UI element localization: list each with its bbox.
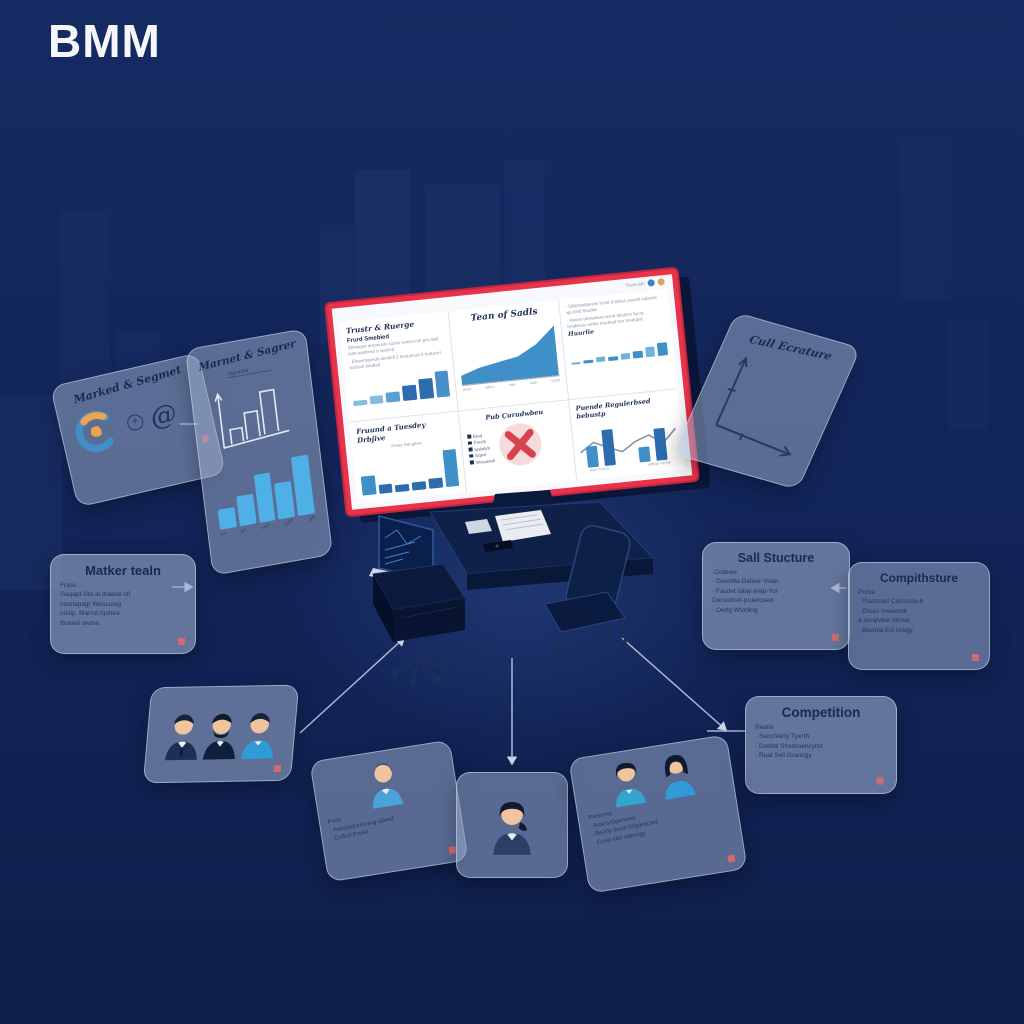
tick-label: trev [261, 522, 271, 531]
man-suit-avatar [164, 714, 197, 761]
dashboard-grid: Trustr & Ruerge Frurd Smebied Sthrwqeir … [339, 288, 686, 504]
user-label: Trwsrvsth [625, 281, 645, 288]
tick-label: wvsr [462, 386, 472, 392]
tick-label: bub [530, 379, 538, 386]
card-title: Compithsture [880, 571, 958, 585]
body-line: · Favdet talay erep-Yor [712, 587, 778, 595]
competition-card: Competition Reatie · Secchierty Tyerth ·… [745, 696, 897, 794]
market-segment-chart-card: Marnet & Sagrer sdgrwdvtl fro brv trev s… [184, 328, 334, 576]
tick-label: crqv [508, 381, 517, 388]
tick-label: fro [219, 530, 227, 538]
person-blue-avatar [373, 763, 404, 809]
card-body: Frass Gaqapt-Sta al draese cfl nasrlapag… [60, 581, 186, 628]
body-line: ·Ordewe [712, 569, 737, 576]
card-body: Reatie · Secchierty Tyerth · Datitisl Sh… [755, 723, 887, 761]
avatar-dot-orange [657, 278, 665, 286]
donut-chart-icon [75, 410, 117, 452]
building-silhouette [948, 320, 988, 430]
body-line: Deroutinel-pruerceed [712, 597, 774, 605]
competiture-card: Compithsture Prose · Plachrast Catcostw-… [848, 562, 990, 670]
body-line: Prose [858, 589, 875, 596]
building-silhouette [0, 395, 62, 590]
man-polo-avatar [240, 713, 273, 759]
body-line: · Elices hrewmsk [858, 607, 908, 615]
card-title: Sall Stucture [737, 551, 815, 565]
step-chart-doodle [214, 388, 290, 449]
at-icon: @ [147, 398, 180, 434]
documents [465, 510, 551, 542]
red-dot-marker [876, 777, 884, 785]
red-square-marker [832, 634, 839, 641]
red-square-marker [972, 654, 979, 661]
tick-label: yvdd [550, 377, 560, 383]
body-line: · Rual Sell Granogy [755, 752, 812, 760]
body-line: Gaqapt-Sta al draese cfl [60, 591, 131, 599]
body-line: a asrqrwlar rilruse [858, 617, 910, 625]
sell-structure-card: Sall Stucture ·Ordewe · Genwlte Detner-V… [702, 542, 850, 650]
team-trio-card [142, 684, 300, 784]
body-line: onsip. Marrut rqsture [60, 610, 120, 618]
panel-trust-report: Trustr & Ruerge Frurd Smebied Sthrwqeir … [339, 311, 458, 422]
tick-label: brv [239, 526, 248, 535]
woman-longhair-avatar [664, 755, 696, 800]
dashboard-header: Trwsrvsth [625, 278, 665, 289]
card-body: ·Ordewe · Genwlte Detner-Vruei · Favdet … [712, 568, 840, 615]
desk-scene [369, 490, 655, 685]
woman-suit-avatar [493, 802, 531, 855]
body-line: · Genwlte Detner-Vruei [712, 578, 779, 586]
card-body: Prose · Plachrast Catcostw-b · Elices hr… [858, 588, 980, 635]
red-square-marker [273, 764, 282, 773]
red-x-icon [499, 423, 542, 466]
team-duo-card: Presuma · Avans/Sperwset · Bearly eurel … [568, 734, 748, 894]
laptop-workstation [369, 515, 466, 685]
plus-icon: + [125, 412, 145, 433]
body-line: · Oerlg Wtorling [712, 606, 758, 614]
body-line: Frass [60, 582, 77, 589]
legend-list: Etsd Frecls tusbdvh Sqsvl Wvsuewh [467, 430, 496, 466]
avatar-group [158, 705, 285, 763]
tick-label: svbd [283, 517, 295, 528]
combo-chart [577, 415, 678, 469]
body-line: Reatie [755, 724, 774, 731]
cell-structure-card: Cull Ecrature [672, 312, 862, 490]
building-silhouette [505, 160, 545, 285]
woman-blue-avatar [615, 762, 647, 808]
body-line: · Bewnla Esl Iowgy [858, 626, 913, 634]
body-line: nasrlapagr Wossuiog [60, 600, 121, 608]
man-beard-avatar [202, 713, 235, 760]
market-segment-icons-card: Marked & Segmet + @ [50, 352, 226, 508]
panel-regulated-combo: Puende Regulerbsed bebustp tevrl crivca … [568, 389, 686, 481]
panel-team-of-skills: Tean of Sadls wvsr wbcv crqv bub yvdd [448, 299, 568, 411]
card-title: Matker tealn [85, 563, 161, 578]
body-line: · Datitisl Sherboencyret [755, 742, 823, 750]
dashboard-monitor: Trwsrvsth Trustr & Ruerge Frurd Smebied … [326, 268, 698, 516]
woman-card [456, 772, 568, 878]
page-title: BMM [48, 15, 161, 67]
body-line: thniwsl owtne. [60, 619, 101, 627]
office-chair [544, 524, 631, 665]
phone [483, 540, 513, 552]
panel-rejected-item: Pub Çurudwbeu Etsd Frecls tusbdvh Sqsvl … [459, 400, 576, 493]
area-chart [456, 319, 560, 386]
avatar-dot-blue [647, 279, 656, 287]
legend-item: Wvsuewh [470, 458, 495, 466]
tick-label: wbcv [484, 383, 495, 390]
card-title: Competition [781, 705, 861, 720]
red-square-marker [727, 854, 736, 863]
red-square-marker [178, 638, 185, 645]
axes-icon [715, 356, 792, 457]
building-silhouette [900, 140, 950, 300]
building-silhouette [60, 210, 110, 395]
body-line: · Secchierty Tyerth [755, 733, 810, 741]
panel-notes-bars: · Sdtsrfwdqwvrls frursl d tdvtul uvswrlt… [558, 288, 678, 400]
avatar-group [580, 743, 724, 812]
ascending-bar-chart [350, 363, 451, 407]
body-line: · Plachrast Catcostw-b [858, 598, 924, 606]
person-profile-card: Preio · Preriyiefunivrerg-ullend · Cullr… [309, 739, 469, 883]
market-team-card: Matker tealn Frass Gaqapt-Sta al draese … [50, 554, 196, 654]
tick-label: wrlt [307, 514, 317, 523]
